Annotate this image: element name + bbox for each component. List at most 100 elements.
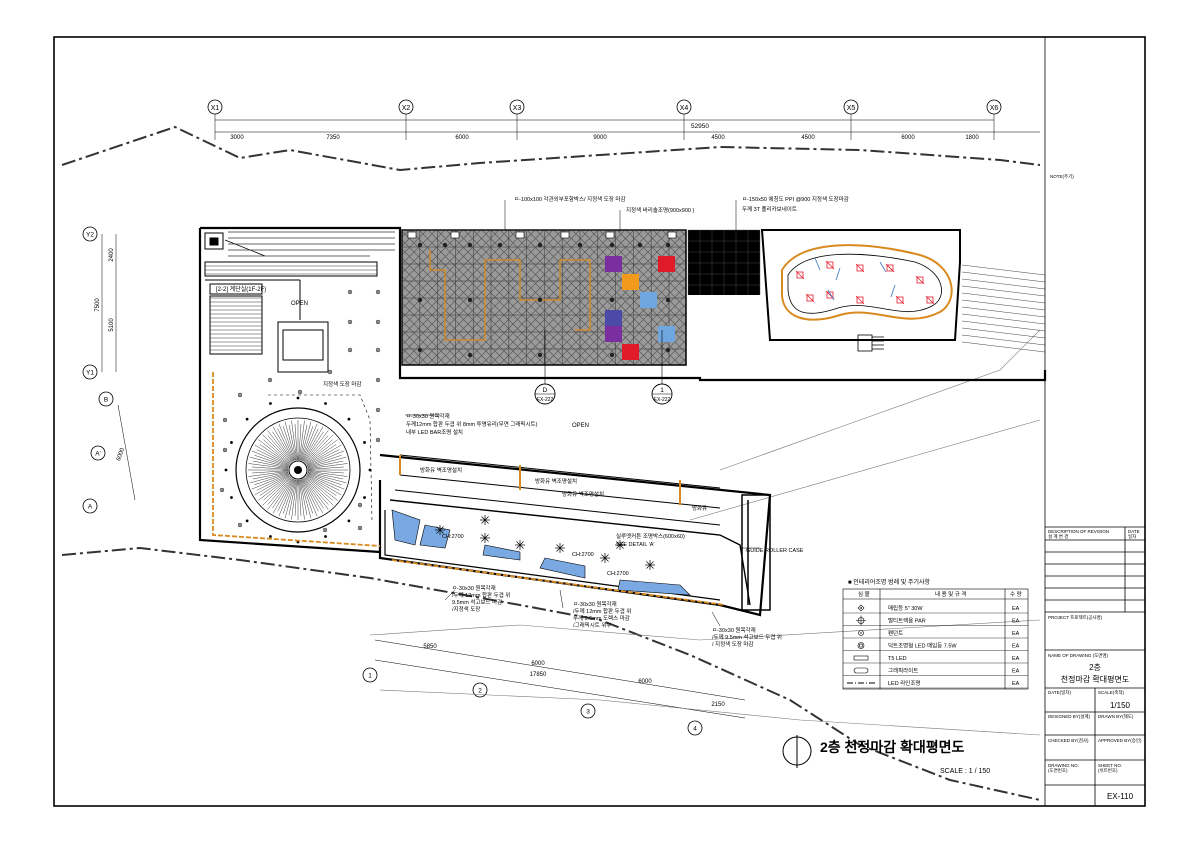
annot-right-frame-2: 두께 3T 폴리카보네이트 xyxy=(742,205,797,213)
tb-revision-kr: 설 계 변 경 xyxy=(1048,533,1068,540)
annot-open-2: OPEN xyxy=(572,423,589,429)
stair-block xyxy=(204,232,378,373)
grid-top-span: 7350 xyxy=(326,135,340,141)
annot-ch-3: CH:2700 xyxy=(442,534,464,540)
section-ref: EX-222 xyxy=(654,397,671,403)
annot-wall-1: 방화유 벽조명설치 xyxy=(420,466,462,474)
legend-symbol xyxy=(856,615,866,626)
downlights xyxy=(219,289,381,533)
bnote1-3: 9.5mm 석고보드 마감 xyxy=(452,598,502,606)
annot-wall-3: 방화유 벽조명설치 xyxy=(562,490,604,498)
bnote1-4: /지정색 도장 xyxy=(452,605,480,613)
grid-label-bottom: 4 xyxy=(693,726,697,733)
tb-scale-label: SCALE(축척) xyxy=(1098,689,1125,696)
legend-symbol xyxy=(853,655,869,661)
annot-note-1: ㅁ-30x30 원목각재 xyxy=(406,412,450,420)
legend-row-qty: EA xyxy=(1012,631,1020,637)
exterior-deck xyxy=(961,264,1046,353)
grid-label-top: X4 xyxy=(680,105,689,112)
annot-wall-2: 방화유 벽조명설치 xyxy=(535,477,577,485)
tb-date-kr: 일자 xyxy=(1128,533,1137,540)
north-arrow xyxy=(782,735,812,768)
annot-ceiling-tile: 지정색 바리솔조명(900x900 ) xyxy=(626,206,694,214)
legend-row-text: 매립등 5" 30W xyxy=(888,604,923,612)
legend-table xyxy=(842,588,1029,690)
curved-room xyxy=(760,229,961,341)
tb-drawn: DRAWN BY(제도) xyxy=(1098,713,1134,720)
grid-top-span: 6000 xyxy=(901,135,915,141)
grid-left-span: 2400 xyxy=(109,248,115,262)
corridor xyxy=(394,454,721,526)
grid-bottom-span: 2150 xyxy=(711,702,725,708)
tb-drawing-title-2: 천정마감 확대평면도 xyxy=(1061,674,1129,684)
bnote3-3: / 지정색 도장 마감 xyxy=(712,640,754,648)
legend-title: ■ 인테리어조명 범례 및 주기사항 xyxy=(848,578,931,586)
bnote3-1: ㅁ-30x30 원목각재 xyxy=(712,626,756,634)
annot-note-3: 내부 LED BAR조명 설치 xyxy=(406,428,463,436)
annot-ch-2: CH:2700 xyxy=(607,571,629,577)
grid-bottom-span: 6000 xyxy=(638,679,652,685)
bnote2-4: /그래픽시트 위부 xyxy=(573,621,611,629)
tb-name: NAME OF DRAWING (도면명) xyxy=(1048,652,1109,658)
legend-h2: 내 용 및 규 격 xyxy=(935,590,966,598)
legend-row-text: T5 LED xyxy=(888,656,907,662)
grid-top-total: 52950 xyxy=(691,123,709,130)
legend-row-qty: EA xyxy=(1012,681,1020,687)
annot-detail-a2: SEE DETAIL 'A' xyxy=(616,542,654,548)
annot-right-frame: ㅁ-150x50 에칭도 PPI @900 지정색 도장마감 xyxy=(742,195,849,203)
grid-top-span: 6000 xyxy=(455,135,469,141)
annot-guide: GUIDE ROLLER CASE xyxy=(746,548,804,554)
grid-bottom-total: 17850 xyxy=(530,672,547,678)
annot-open-1: OPEN xyxy=(291,301,308,307)
barrisol-ceiling xyxy=(401,229,687,366)
annot-detail-a: 실루엣커튼 조명박스(600x60) xyxy=(616,532,685,540)
stairs-top xyxy=(228,231,395,257)
tb-designed: DESIGNED BY(설계) xyxy=(1048,713,1091,720)
legend-row-qty: EA xyxy=(1012,656,1020,662)
grid-label-left: A xyxy=(88,504,93,511)
grid-top-span: 4500 xyxy=(801,135,815,141)
legend-row-text: 그래픽라이트 xyxy=(888,667,918,675)
grid-label-bottom: 3 xyxy=(586,709,590,716)
annot-ceiling-paint: 지정색 도장 마감 xyxy=(323,380,361,388)
drawing-title: 2층 천정마감 확대평면도 xyxy=(820,739,964,755)
lower-gallery xyxy=(384,499,751,606)
grid-label-top: X1 xyxy=(211,105,220,112)
legend-h3: 수 량 xyxy=(1010,591,1022,598)
legend-row-text: 펜던트 xyxy=(888,629,903,637)
section-id: 1 xyxy=(660,387,664,394)
grid-left-total: 7500 xyxy=(95,298,101,312)
tb-checked: CHECKED BY(검사) xyxy=(1048,737,1089,744)
grid-top-span: 4500 xyxy=(711,135,725,141)
grid-label-top: X3 xyxy=(513,105,522,112)
bnote2-3: 두께 9.5mm 도렉스 마감 xyxy=(573,614,630,622)
section-id: D xyxy=(543,387,548,394)
grid-label-left: A' xyxy=(95,451,101,458)
grid-bottom-span: 5850 xyxy=(423,644,437,650)
annot-stair: [2-2] 계단실(1F-2F) xyxy=(216,285,266,293)
grid-label-top: X2 xyxy=(402,105,411,112)
sheet-border xyxy=(53,36,1146,807)
tb-scale-value: 1/150 xyxy=(1110,701,1131,710)
grid-top-span: 9000 xyxy=(593,135,607,141)
legend-row-text: 덕트조명형 LED 매입등 7.5W xyxy=(888,642,957,650)
bnote3-2: /두께 9.5mm 석고보드 두겹 위 xyxy=(712,633,782,641)
led-line-left xyxy=(212,372,381,547)
circular-feature xyxy=(235,407,361,533)
small-stair xyxy=(857,334,884,352)
site-boundary-lines xyxy=(61,125,1041,801)
grid-top-span: 3000 xyxy=(230,135,244,141)
legend-h1: 심 볼 xyxy=(858,590,870,598)
legend-row-qty: EA xyxy=(1012,619,1020,625)
annot-wall-4: 방화유 xyxy=(692,504,707,512)
grid-label-top: X5 xyxy=(847,105,856,112)
legend-symbol xyxy=(857,604,865,612)
tb-date-label: DATE(일자) xyxy=(1048,689,1071,696)
annot-ch-1: CH:2700 xyxy=(572,552,594,558)
circle-lights xyxy=(224,396,372,544)
